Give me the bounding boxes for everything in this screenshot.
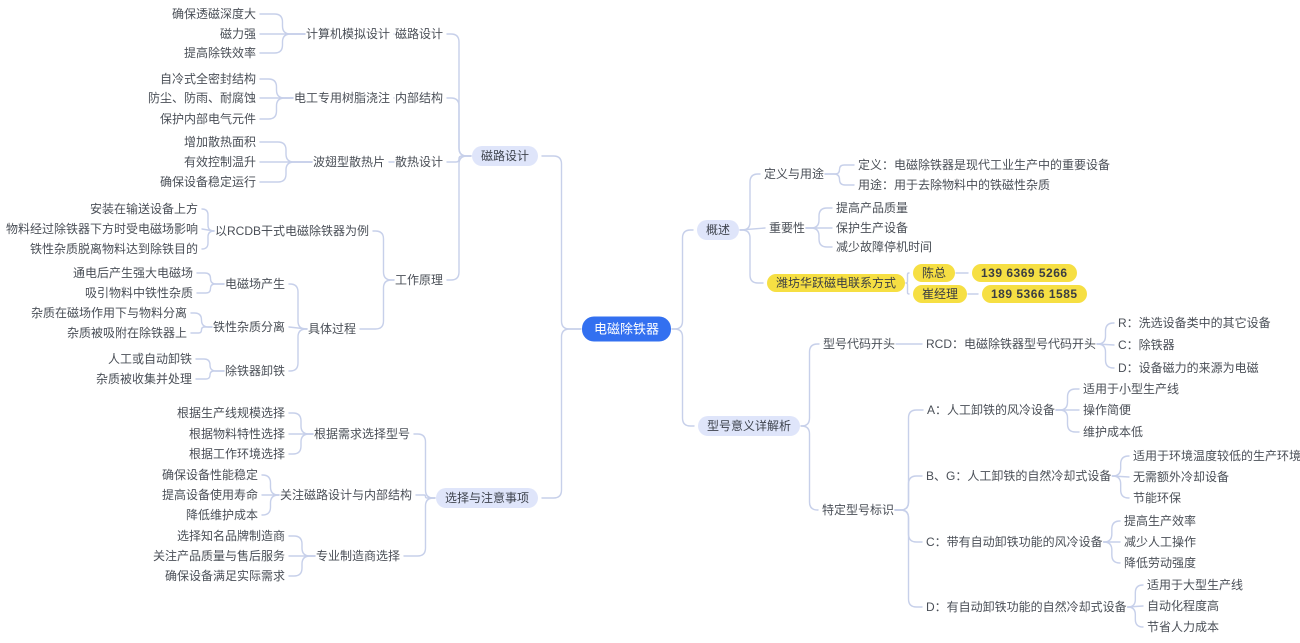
leaf-node[interactable]: 防尘、防雨、耐腐蚀 bbox=[147, 91, 256, 105]
topic-node[interactable]: 磁路设计 bbox=[394, 27, 443, 41]
leaf-node[interactable]: 磁力强 bbox=[219, 27, 256, 41]
leaf-node[interactable]: 根据物料特性选择 bbox=[188, 427, 285, 441]
subtopic-node[interactable]: 波翅型散热片 bbox=[312, 155, 385, 169]
leaf-node[interactable]: 杂质被吸附在除铁器上 bbox=[66, 326, 187, 340]
leaf-node[interactable]: 铁性杂质脱离物料达到除铁目的 bbox=[29, 242, 198, 256]
leaf-node[interactable]: R：洗选设备类中的其它设备 bbox=[1118, 316, 1271, 330]
subtopic-node[interactable]: 铁性杂质分离 bbox=[212, 320, 285, 334]
subtopic-node[interactable]: 具体过程 bbox=[307, 322, 356, 336]
branch-overview[interactable]: 概述 bbox=[697, 220, 740, 240]
phone-highlight-node[interactable]: 189 5366 1585 bbox=[982, 285, 1087, 303]
leaf-node[interactable]: 适用于环境温度较低的生产环境 bbox=[1133, 449, 1300, 463]
branch-selection-notes[interactable]: 选择与注意事项 bbox=[435, 488, 538, 508]
leaf-node[interactable]: 选择知名品牌制造商 bbox=[176, 529, 285, 543]
phone-highlight-node[interactable]: 139 6369 5266 bbox=[972, 264, 1077, 282]
subtopic-node[interactable]: B、G：人工卸铁的自然冷却式设备 bbox=[926, 469, 1112, 483]
topic-node[interactable]: 根据需求选择型号 bbox=[313, 427, 410, 441]
leaf-node[interactable]: 保护内部电气元件 bbox=[159, 112, 256, 126]
leaf-node[interactable]: 提高产品质量 bbox=[836, 201, 909, 215]
leaf-node[interactable]: 确保设备性能稳定 bbox=[161, 468, 258, 482]
leaf-node[interactable]: 节省人力成本 bbox=[1147, 620, 1220, 634]
branch-model-meaning[interactable]: 型号意义详解析 bbox=[698, 416, 801, 436]
subtopic-node[interactable]: C：带有自动卸铁功能的风冷设备 bbox=[926, 535, 1103, 549]
topic-node[interactable]: 散热设计 bbox=[394, 155, 443, 169]
subtopic-node[interactable]: 除铁器卸铁 bbox=[224, 364, 285, 378]
leaf-node[interactable]: 节能环保 bbox=[1133, 491, 1182, 505]
leaf-node[interactable]: 有效控制温升 bbox=[183, 155, 256, 169]
leaf-node[interactable]: C：除铁器 bbox=[1118, 338, 1175, 352]
leaf-node[interactable]: 减少故障停机时间 bbox=[836, 240, 933, 254]
subtopic-node[interactable]: 电磁场产生 bbox=[224, 277, 285, 291]
leaf-node[interactable]: 操作简便 bbox=[1083, 403, 1132, 417]
leaf-node[interactable]: 自冷式全密封结构 bbox=[159, 72, 256, 86]
leaf-node[interactable]: 降低劳动强度 bbox=[1124, 556, 1197, 570]
subtopic-node[interactable]: 电工专用树脂浇注 bbox=[293, 91, 390, 105]
leaf-node[interactable]: 降低维护成本 bbox=[185, 508, 258, 522]
leaf-node[interactable]: 通电后产生强大电磁场 bbox=[72, 266, 193, 280]
topic-node[interactable]: 内部结构 bbox=[394, 91, 443, 105]
subtopic-node[interactable]: RCD：电磁除铁器型号代码开头 bbox=[926, 337, 1096, 351]
leaf-node[interactable]: 保护生产设备 bbox=[836, 221, 909, 235]
contact-person-node[interactable]: 崔经理 bbox=[913, 285, 968, 303]
leaf-node[interactable]: 杂质被收集并处理 bbox=[95, 372, 192, 386]
leaf-node[interactable]: 适用于大型生产线 bbox=[1147, 578, 1244, 592]
leaf-node[interactable]: 关注产品质量与售后服务 bbox=[152, 549, 285, 563]
contact-highlight-node[interactable]: 潍坊华跃磁电联系方式 bbox=[767, 274, 906, 292]
leaf-node[interactable]: 确保透磁深度大 bbox=[171, 7, 256, 21]
leaf-node[interactable]: 提高生产效率 bbox=[1124, 514, 1197, 528]
topic-node[interactable]: 工作原理 bbox=[394, 273, 443, 287]
leaf-node[interactable]: 杂质在磁场作用下与物料分离 bbox=[30, 306, 187, 320]
leaf-node[interactable]: 无需额外冷却设备 bbox=[1133, 470, 1230, 484]
topic-node[interactable]: 定义与用途 bbox=[764, 167, 825, 181]
leaf-node[interactable]: 用途：用于去除物料中的铁磁性杂质 bbox=[858, 178, 1051, 192]
topic-node[interactable]: 重要性 bbox=[769, 221, 806, 235]
subtopic-node[interactable]: D：有自动卸铁功能的自然冷却式设备 bbox=[926, 600, 1127, 614]
leaf-node[interactable]: D：设备磁力的来源为电磁 bbox=[1118, 361, 1259, 375]
leaf-node[interactable]: 提高设备使用寿命 bbox=[161, 488, 258, 502]
leaf-node[interactable]: 增加散热面积 bbox=[183, 135, 256, 149]
topic-node[interactable]: 特定型号标识 bbox=[822, 503, 895, 517]
topic-node[interactable]: 专业制造商选择 bbox=[315, 549, 400, 563]
leaf-node[interactable]: 自动化程度高 bbox=[1147, 599, 1220, 613]
leaf-node[interactable]: 确保设备稳定运行 bbox=[159, 175, 256, 189]
leaf-node[interactable]: 提高除铁效率 bbox=[183, 46, 256, 60]
leaf-node[interactable]: 根据工作环境选择 bbox=[188, 447, 285, 461]
leaf-node[interactable]: 适用于小型生产线 bbox=[1083, 382, 1180, 396]
subtopic-node[interactable]: 计算机模拟设计 bbox=[305, 27, 390, 41]
central-topic-node[interactable]: 电磁除铁器 bbox=[582, 316, 672, 342]
leaf-node[interactable]: 减少人工操作 bbox=[1124, 535, 1197, 549]
leaf-node[interactable]: 吸引物料中铁性杂质 bbox=[84, 286, 193, 300]
leaf-node[interactable]: 定义：电磁除铁器是现代工业生产中的重要设备 bbox=[858, 158, 1111, 172]
topic-node[interactable]: 关注磁路设计与内部结构 bbox=[279, 488, 412, 502]
leaf-node[interactable]: 物料经过除铁器下方时受电磁场影响 bbox=[5, 222, 198, 236]
leaf-node[interactable]: 人工或自动卸铁 bbox=[107, 352, 192, 366]
leaf-node[interactable]: 根据生产线规模选择 bbox=[176, 406, 285, 420]
branch-magnetic-circuit-design[interactable]: 磁路设计 bbox=[471, 146, 538, 166]
leaf-node[interactable]: 确保设备满足实际需求 bbox=[164, 569, 285, 583]
leaf-node[interactable]: 安装在输送设备上方 bbox=[89, 202, 198, 216]
leaf-node[interactable]: 维护成本低 bbox=[1083, 425, 1144, 439]
subtopic-node[interactable]: 以RCDB干式电磁除铁器为例 bbox=[214, 224, 369, 238]
topic-node[interactable]: 型号代码开头 bbox=[823, 337, 896, 351]
subtopic-node[interactable]: A：人工卸铁的风冷设备 bbox=[927, 403, 1056, 417]
contact-person-node[interactable]: 陈总 bbox=[913, 264, 956, 282]
